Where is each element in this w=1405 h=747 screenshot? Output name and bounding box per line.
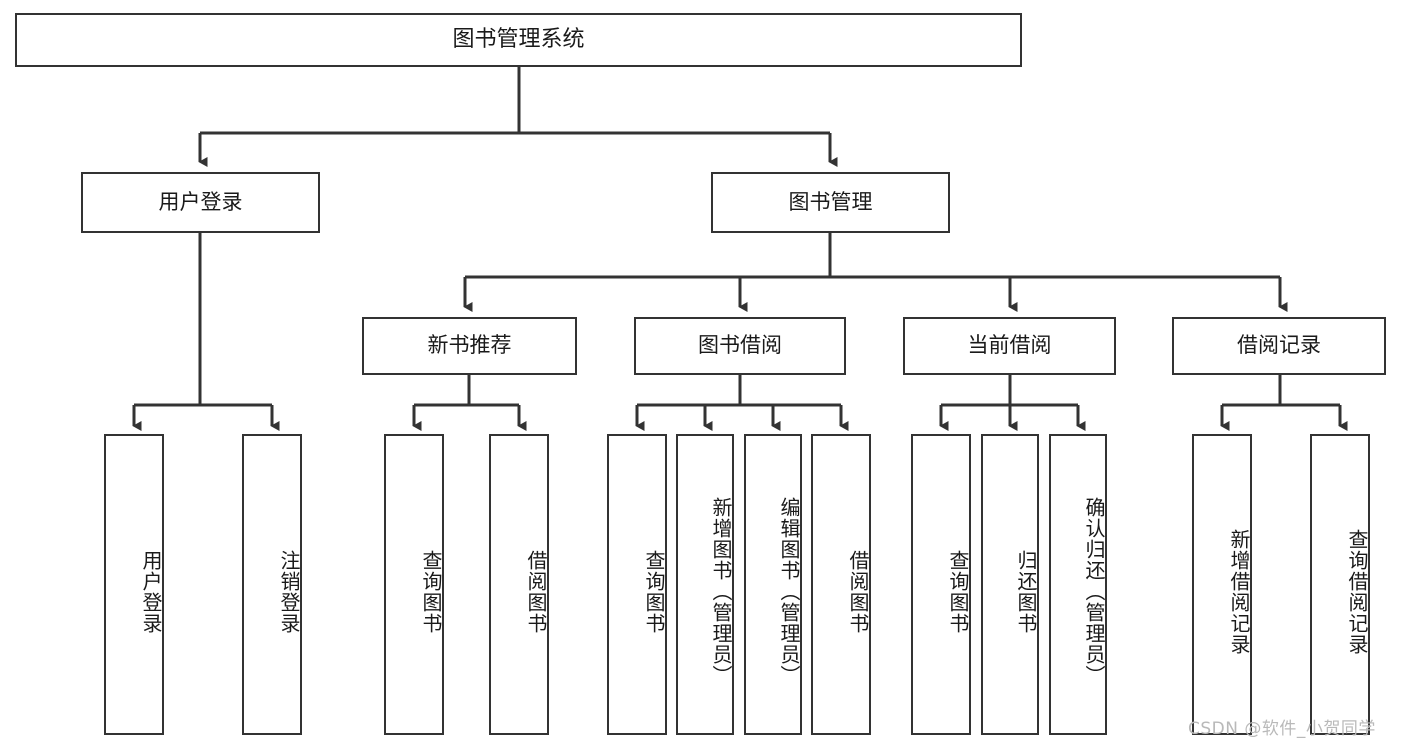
leaf-query-book-recommend[interactable]: 查询图书: [384, 434, 444, 735]
leaf-query-book-borrow[interactable]: 查询图书: [607, 434, 667, 735]
leaf-borrow-book-recommend[interactable]: 借阅图书: [489, 434, 549, 735]
leaf-add-borrow-record[interactable]: 新增借阅记录: [1192, 434, 1252, 735]
leaf-confirm-return-admin[interactable]: 确认归还（管理员）: [1049, 434, 1107, 735]
leaf-query-borrow-record[interactable]: 查询借阅记录: [1310, 434, 1370, 735]
node-new-book-recommend[interactable]: 新书推荐: [362, 317, 577, 375]
node-user-login[interactable]: 用户登录: [81, 172, 320, 233]
node-book-borrow[interactable]: 图书借阅: [634, 317, 846, 375]
leaf-borrow-book[interactable]: 借阅图书: [811, 434, 871, 735]
watermark-csdn: CSDN @软件_小贺同学: [1188, 719, 1376, 739]
leaf-query-book-current[interactable]: 查询图书: [911, 434, 971, 735]
leaf-user-login[interactable]: 用户登录: [104, 434, 164, 735]
node-root-system[interactable]: 图书管理系统: [15, 13, 1022, 67]
leaf-return-book[interactable]: 归还图书: [981, 434, 1039, 735]
node-book-management[interactable]: 图书管理: [711, 172, 950, 233]
node-borrow-record[interactable]: 借阅记录: [1172, 317, 1386, 375]
node-current-borrow[interactable]: 当前借阅: [903, 317, 1116, 375]
leaf-add-book-admin[interactable]: 新增图书（管理员）: [676, 434, 734, 735]
leaf-edit-book-admin[interactable]: 编辑图书（管理员）: [744, 434, 802, 735]
leaf-logout[interactable]: 注销登录: [242, 434, 302, 735]
